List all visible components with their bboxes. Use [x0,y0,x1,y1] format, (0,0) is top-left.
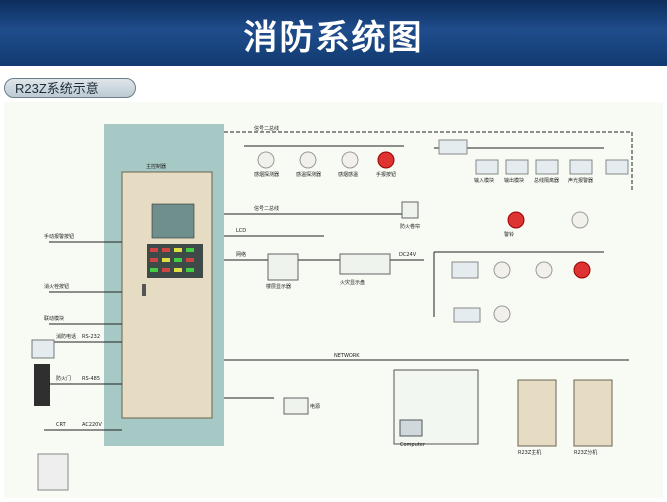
label-bus-top: 信号二总线 [254,125,279,132]
detector-row-top [257,151,395,169]
label-line-net: 网络 [236,251,246,258]
label-right-1: 楼层显示器 [266,283,291,290]
label-fire-bell: 警铃 [504,231,514,238]
label-cmputer: Computer [400,442,426,448]
label-ac220: AC220V [82,422,102,428]
label-det-4: 手报按钮 [376,171,396,178]
label-det-1: 感烟探测器 [254,171,279,178]
display-panels [267,201,419,415]
label-line-lcd: LCD [236,228,246,234]
detector-row-mid [451,261,591,323]
label-right-3: 防火卷帘 [400,223,420,230]
diagram-subtitle: R23Z系统示意 [4,78,136,98]
label-rs485: RS-485 [82,376,100,382]
label-left-6: CRT [56,422,67,428]
cabinet-screen [151,203,195,239]
label-mod-3: 总线隔离器 [534,177,559,184]
label-panel-b: R23Z分机 [574,449,597,456]
device-boxes-top-right [438,139,629,229]
label-det-2: 感温探测器 [296,171,321,178]
label-rs232: RS-232 [82,334,100,340]
label-net-line: NETWORK [334,353,360,359]
network-section [393,369,613,447]
label-power: 电源 [310,403,320,410]
connection-lines [44,131,633,431]
left-devices [31,339,69,491]
fire-system-diagram: 手动报警按钮 消火栓按钮 联动模块 消防电话 防火门 CRT RS-232 RS… [31,124,633,491]
label-left-4: 消防电话 [56,333,76,340]
label-bus-mid: 信号二总线 [254,205,279,212]
label-line-24v: DC24V [399,252,417,258]
label-det-3: 感烟感温 [338,171,358,178]
cabinet-handle [142,284,146,296]
page-title: 消防系统图 [243,18,424,58]
label-left-2: 消火栓按钮 [44,283,69,290]
label-mod-4: 声光报警器 [568,177,593,184]
label-left-3: 联动模块 [44,315,64,322]
label-left-1: 手动报警按钮 [44,233,74,240]
label-main-panel: 主控制器 [146,163,166,170]
label-right-2: 火灾显示盘 [340,279,365,286]
label-panel-a: R23Z主机 [518,449,541,456]
label-mod-1: 输入模块 [474,177,494,184]
diagram-canvas: 手动报警按钮 消火栓按钮 联动模块 消防电话 防火门 CRT RS-232 RS… [4,102,663,498]
label-left-5: 防火门 [56,375,71,382]
cabinet-indicators [150,248,194,272]
label-mod-2: 输出模块 [504,177,524,184]
header-bar: 消防系统图 [0,0,667,66]
